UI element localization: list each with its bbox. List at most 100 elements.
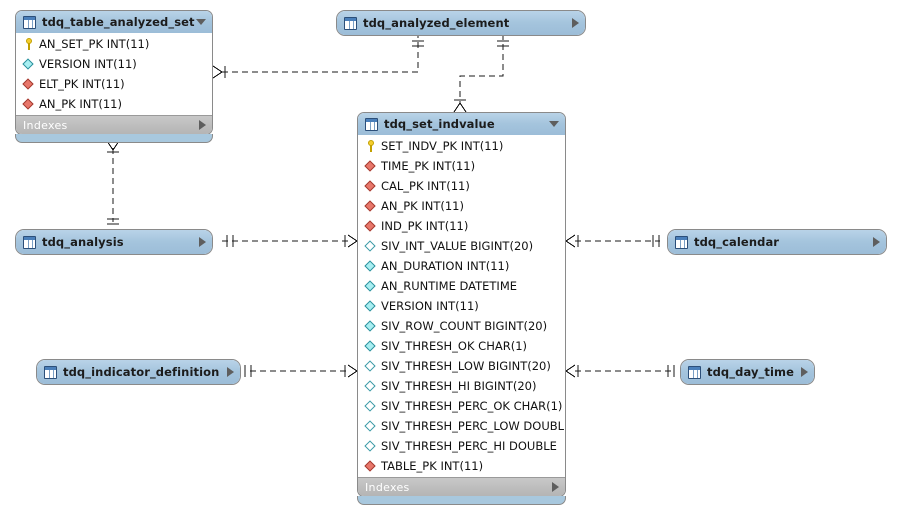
relationship-tas-analysis bbox=[106, 140, 120, 225]
caret-right-icon[interactable] bbox=[801, 367, 808, 377]
field-row[interactable]: AN_RUNTIME DATETIME bbox=[358, 276, 565, 296]
entity-indexes-bar[interactable]: Indexes bbox=[358, 477, 565, 496]
entity-tdq-day-time[interactable]: tdq_day_time bbox=[680, 359, 815, 385]
field-label: SET_INDV_PK INT(11) bbox=[381, 139, 504, 153]
entity-field-list: AN_SET_PK INT(11) VERSION INT(11) ELT_PK… bbox=[16, 33, 212, 115]
field-label: TABLE_PK INT(11) bbox=[381, 459, 484, 473]
entity-body: tdq_day_time bbox=[680, 359, 815, 385]
entity-indexes-bar[interactable]: Indexes bbox=[16, 115, 212, 134]
field-row[interactable]: AN_PK INT(11) bbox=[16, 94, 212, 114]
diamond-hollow-icon bbox=[364, 239, 378, 253]
caret-right-icon[interactable] bbox=[227, 367, 234, 377]
field-label: AN_PK INT(11) bbox=[381, 199, 464, 213]
table-icon bbox=[23, 15, 36, 29]
entity-body: tdq_calendar bbox=[667, 229, 887, 255]
entity-title: tdq_day_time bbox=[707, 365, 795, 379]
key-icon bbox=[22, 37, 36, 51]
field-row[interactable]: SIV_ROW_COUNT BIGINT(20) bbox=[358, 316, 565, 336]
diamond-cyan-icon bbox=[22, 57, 36, 71]
field-row[interactable]: ELT_PK INT(11) bbox=[16, 74, 212, 94]
relationship-analysis-set-indvalue bbox=[222, 234, 359, 248]
diamond-cyan-icon bbox=[364, 339, 378, 353]
field-label: SIV_THRESH_PERC_HI DOUBLE bbox=[381, 439, 557, 453]
entity-body: tdq_set_indvalue SET_INDV_PK INT(11) TIM… bbox=[357, 112, 566, 497]
field-row[interactable]: SIV_THRESH_PERC_LOW DOUBLE bbox=[358, 416, 565, 436]
caret-right-icon[interactable] bbox=[199, 120, 206, 130]
caret-down-icon[interactable] bbox=[196, 19, 206, 25]
entity-header[interactable]: tdq_table_analyzed_set bbox=[16, 11, 212, 33]
field-label: VERSION INT(11) bbox=[381, 299, 479, 313]
table-icon bbox=[44, 365, 57, 379]
diamond-cyan-icon bbox=[364, 299, 378, 313]
entity-header[interactable]: tdq_calendar bbox=[668, 230, 886, 254]
field-label: AN_DURATION INT(11) bbox=[381, 259, 510, 273]
field-label: AN_SET_PK INT(11) bbox=[39, 37, 150, 51]
caret-right-icon[interactable] bbox=[552, 482, 559, 492]
field-row[interactable]: VERSION INT(11) bbox=[358, 296, 565, 316]
entity-base-strip bbox=[15, 134, 213, 143]
entity-title: tdq_table_analyzed_set bbox=[42, 15, 195, 29]
entity-header[interactable]: tdq_analyzed_element bbox=[337, 11, 585, 35]
field-label: IND_PK INT(11) bbox=[381, 219, 469, 233]
table-icon bbox=[23, 235, 36, 249]
field-label: SIV_THRESH_PERC_LOW DOUBLE bbox=[381, 419, 566, 433]
entity-header[interactable]: tdq_day_time bbox=[681, 360, 814, 384]
diamond-cyan-icon bbox=[364, 279, 378, 293]
field-row[interactable]: SIV_INT_VALUE BIGINT(20) bbox=[358, 236, 565, 256]
field-label: SIV_THRESH_OK CHAR(1) bbox=[381, 339, 528, 353]
field-row[interactable]: SIV_THRESH_LOW BIGINT(20) bbox=[358, 356, 565, 376]
field-row[interactable]: SIV_THRESH_PERC_HI DOUBLE bbox=[358, 436, 565, 456]
field-row[interactable]: SET_INDV_PK INT(11) bbox=[358, 136, 565, 156]
field-label: ELT_PK INT(11) bbox=[39, 77, 125, 91]
field-row[interactable]: SIV_THRESH_PERC_OK CHAR(1) bbox=[358, 396, 565, 416]
field-label: SIV_INT_VALUE BIGINT(20) bbox=[381, 239, 534, 253]
field-label: CAL_PK INT(11) bbox=[381, 179, 470, 193]
entity-header[interactable]: tdq_set_indvalue bbox=[358, 113, 565, 135]
diamond-red-icon bbox=[364, 459, 378, 473]
field-row[interactable]: SIV_THRESH_HI BIGINT(20) bbox=[358, 376, 565, 396]
caret-right-icon[interactable] bbox=[873, 237, 880, 247]
caret-down-icon[interactable] bbox=[549, 121, 559, 127]
entity-header[interactable]: tdq_analysis bbox=[16, 230, 212, 254]
diamond-red-icon bbox=[22, 77, 36, 91]
relationship-indicator-definition-set-indvalue bbox=[244, 364, 359, 378]
field-row[interactable]: SIV_THRESH_OK CHAR(1) bbox=[358, 336, 565, 356]
field-row[interactable]: AN_PK INT(11) bbox=[358, 196, 565, 216]
table-icon bbox=[675, 235, 688, 249]
field-row[interactable]: TABLE_PK INT(11) bbox=[358, 456, 565, 476]
caret-right-icon[interactable] bbox=[199, 237, 206, 247]
entity-tdq-calendar[interactable]: tdq_calendar bbox=[667, 229, 887, 255]
entity-tdq-analyzed-element[interactable]: tdq_analyzed_element bbox=[336, 10, 586, 36]
entity-body: tdq_analyzed_element bbox=[336, 10, 586, 36]
field-row[interactable]: AN_DURATION INT(11) bbox=[358, 256, 565, 276]
diamond-hollow-icon bbox=[364, 359, 378, 373]
entity-header[interactable]: tdq_indicator_definition bbox=[37, 360, 240, 384]
entity-field-list: SET_INDV_PK INT(11) TIME_PK INT(11) CAL_… bbox=[358, 135, 565, 477]
entity-tdq-set-indvalue[interactable]: tdq_set_indvalue SET_INDV_PK INT(11) TIM… bbox=[357, 112, 566, 505]
field-row[interactable]: AN_SET_PK INT(11) bbox=[16, 34, 212, 54]
relationship-analyzed-element-set-indvalue bbox=[453, 34, 509, 113]
table-icon bbox=[365, 117, 378, 131]
field-row[interactable]: CAL_PK INT(11) bbox=[358, 176, 565, 196]
entity-tdq-table-analyzed-set[interactable]: tdq_table_analyzed_set AN_SET_PK INT(11)… bbox=[15, 10, 213, 143]
diamond-hollow-icon bbox=[364, 439, 378, 453]
field-row[interactable]: IND_PK INT(11) bbox=[358, 216, 565, 236]
field-row[interactable]: TIME_PK INT(11) bbox=[358, 156, 565, 176]
indexes-label: Indexes bbox=[365, 480, 410, 494]
relationship-tas-analyzed-element bbox=[212, 34, 424, 79]
diamond-hollow-icon bbox=[364, 399, 378, 413]
diamond-cyan-icon bbox=[364, 259, 378, 273]
relationship-set-indvalue-day-time bbox=[564, 364, 675, 378]
entity-tdq-analysis[interactable]: tdq_analysis bbox=[15, 229, 213, 255]
caret-right-icon[interactable] bbox=[572, 18, 579, 28]
diamond-cyan-icon bbox=[364, 319, 378, 333]
entity-title: tdq_set_indvalue bbox=[384, 117, 495, 131]
diamond-hollow-icon bbox=[364, 419, 378, 433]
diamond-red-icon bbox=[364, 219, 378, 233]
entity-tdq-indicator-definition[interactable]: tdq_indicator_definition bbox=[36, 359, 241, 385]
field-label: VERSION INT(11) bbox=[39, 57, 137, 71]
table-icon bbox=[344, 16, 357, 30]
field-row[interactable]: VERSION INT(11) bbox=[16, 54, 212, 74]
field-label: AN_RUNTIME DATETIME bbox=[381, 279, 518, 293]
